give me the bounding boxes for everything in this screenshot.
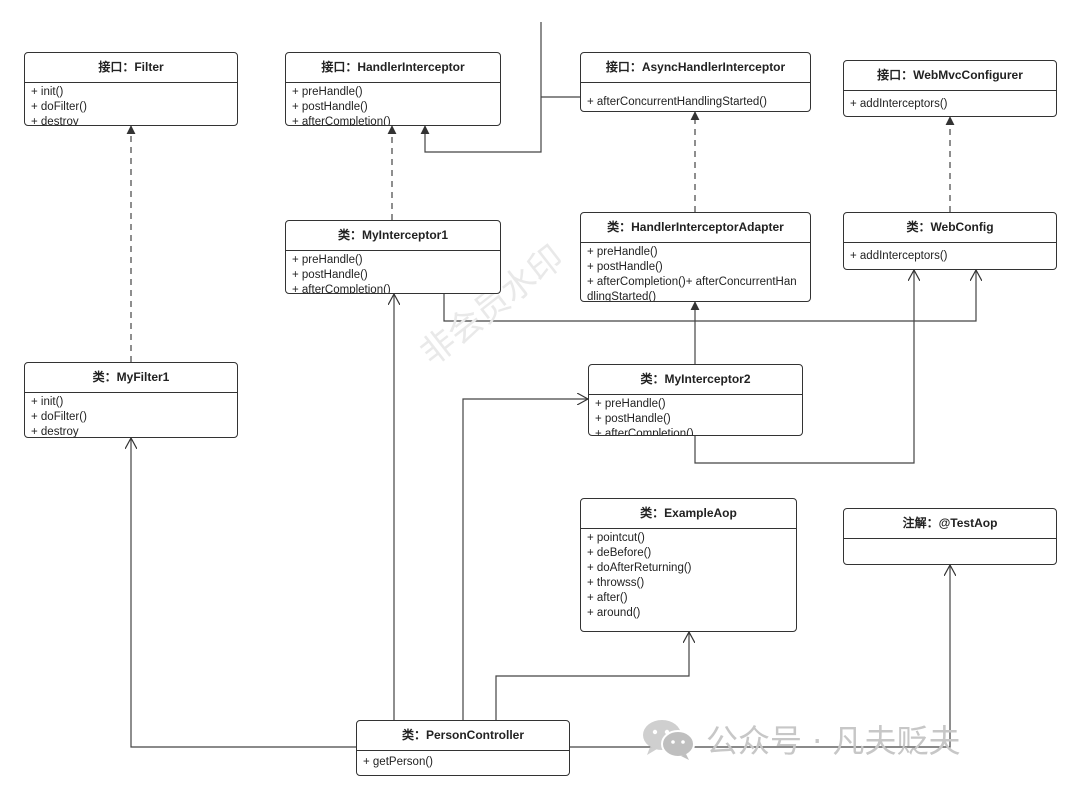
box-title: 接口：AsyncHandlerInterceptor (581, 53, 810, 83)
member-item: + afterCompletion()+ afterConcurrentHand… (587, 276, 797, 302)
member-list: + addInterceptors() (844, 91, 1056, 112)
testaop-annotation-box[interactable]: 注解：@TestAop (843, 508, 1057, 565)
box-title: 接口：HandlerInterceptor (286, 53, 500, 83)
myinterceptor1-class-box[interactable]: 类：MyInterceptor1 + preHandle() + postHan… (285, 220, 501, 294)
box-title: 类：MyInterceptor2 (589, 365, 802, 395)
member-item: + postHandle() (292, 269, 368, 281)
member-item: + doFilter() (31, 411, 87, 423)
member-item: + init() (31, 396, 64, 408)
edge-personcontroller-myfilter1 (131, 438, 356, 748)
member-item: + after() (587, 592, 628, 604)
asynchandlerinterceptor-interface-box[interactable]: 接口：AsyncHandlerInterceptor + afterConcur… (580, 52, 811, 112)
handlerinterceptor-interface-box[interactable]: 接口：HandlerInterceptor + preHandle() + po… (285, 52, 501, 126)
box-title: 注解：@TestAop (844, 509, 1056, 539)
member-list: + init() + doFilter() + destroy (25, 393, 237, 438)
box-title: 类：HandlerInterceptorAdapter (581, 213, 810, 243)
member-list: + afterConcurrentHandlingStarted() (581, 83, 810, 110)
member-list: + preHandle() + postHandle() + afterComp… (581, 243, 810, 302)
edge-myinterceptor2-webconfig (694, 270, 914, 464)
member-item: + destroy (31, 116, 79, 126)
edge-personcontroller-testaop (570, 565, 950, 748)
wechat-watermark: 公众号 · 凡夫贬夫 (640, 716, 961, 762)
member-item: + preHandle() (587, 246, 658, 258)
box-title: 类：ExampleAop (581, 499, 796, 529)
member-item: + addInterceptors() (850, 98, 948, 110)
member-list: + addInterceptors() (844, 243, 1056, 264)
member-item: + doAfterReturning() (587, 562, 692, 574)
wechat-icon (643, 720, 695, 760)
member-item: + preHandle() (595, 398, 666, 410)
box-title: 接口：Filter (25, 53, 237, 83)
personcontroller-class-box[interactable]: 类：PersonController + getPerson() (356, 720, 570, 776)
member-item: + postHandle() (292, 101, 368, 113)
filter-interface-box[interactable]: 接口：Filter + init() + doFilter() + destro… (24, 52, 238, 126)
member-item: + throwss() (587, 577, 645, 589)
box-title: 类：MyInterceptor1 (286, 221, 500, 251)
member-item: + postHandle() (595, 413, 671, 425)
edge-personcontroller-myinterceptor2 (462, 399, 588, 720)
member-item: + afterCompletion() (595, 428, 694, 436)
edge-async-extends-handlerinterceptor (420, 22, 580, 153)
member-item: + postHandle() (587, 261, 663, 273)
member-item: + pointcut() (587, 532, 645, 544)
myinterceptor2-class-box[interactable]: 类：MyInterceptor2 + preHandle() + postHan… (588, 364, 803, 436)
myfilter1-class-box[interactable]: 类：MyFilter1 + init() + doFilter() + dest… (24, 362, 238, 438)
member-list (844, 539, 1056, 541)
member-list: + preHandle() + postHandle() + afterComp… (589, 395, 802, 436)
member-list: + preHandle() + postHandle() + afterComp… (286, 83, 500, 126)
handlerinterceptoradapter-class-box[interactable]: 类：HandlerInterceptorAdapter + preHandle(… (580, 212, 811, 302)
member-item: + preHandle() (292, 86, 363, 98)
box-title: 接口：WebMvcConfigurer (844, 61, 1056, 91)
edge-myinterceptor1-webconfig (443, 270, 976, 322)
member-item: + destroy (31, 426, 79, 438)
wechat-label: 公众号 · 凡夫贬夫 (706, 722, 961, 760)
box-title: 类：PersonController (357, 721, 569, 751)
member-list: + getPerson() (357, 751, 569, 770)
member-item: + addInterceptors() (850, 250, 948, 262)
exampleaop-class-box[interactable]: 类：ExampleAop + pointcut() + deBefore() +… (580, 498, 797, 632)
webmvcconfigurer-interface-box[interactable]: 接口：WebMvcConfigurer + addInterceptors() (843, 60, 1057, 117)
member-item: + afterCompletion() (292, 116, 391, 126)
member-item: + afterConcurrentHandlingStarted() (587, 96, 767, 108)
webconfig-class-box[interactable]: 类：WebConfig + addInterceptors() (843, 212, 1057, 270)
box-title: 类：MyFilter1 (25, 363, 237, 393)
member-item: + init() (31, 86, 64, 98)
member-item: + preHandle() (292, 254, 363, 266)
member-list: + init() + doFilter() + destroy (25, 83, 237, 126)
member-item: + doFilter() (31, 101, 87, 113)
member-item: + around() (587, 607, 641, 619)
member-list: + pointcut() + deBefore() + doAfterRetur… (581, 529, 796, 621)
member-item: + deBefore() (587, 547, 652, 559)
member-list: + preHandle() + postHandle() + afterComp… (286, 251, 500, 294)
member-item: + afterCompletion() (292, 284, 391, 294)
box-title: 类：WebConfig (844, 213, 1056, 243)
member-item: + getPerson() (363, 756, 433, 768)
edge-personcontroller-exampleaop (495, 632, 689, 720)
